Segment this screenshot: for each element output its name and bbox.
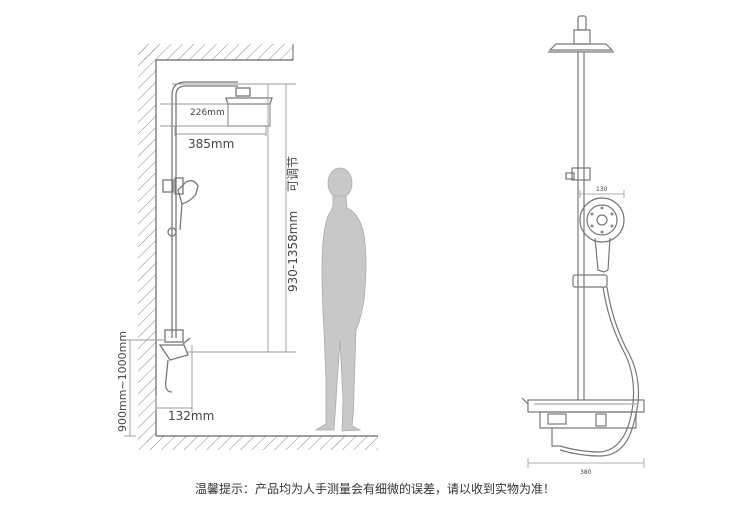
label-head-depth: 226mm [190,108,225,118]
label-hand-shower-width: 130 [596,186,608,193]
front-dimension-lines [527,190,645,468]
front-mixer-shelf [521,397,645,447]
label-mixer-depth: 132mm [168,409,214,423]
label-mixer-height: 900mm~1000mm [116,331,129,432]
label-arm-length: 385mm [188,137,234,151]
measurement-notice: 温馨提示：产品均为人手测量会有细微的误差，请以收到实物为准！ [194,482,555,496]
front-view-shower [548,15,640,457]
side-dimension-lines [124,83,296,437]
label-adjustable-range: 930-1358mm [286,211,300,292]
human-figure-icon [314,167,367,432]
label-adjustable: 可调节 [286,156,300,192]
spray-nozzles-icon [590,206,614,234]
side-view-shower [158,81,273,393]
label-shelf-width: 380 [580,469,592,476]
wall-section [138,44,378,450]
